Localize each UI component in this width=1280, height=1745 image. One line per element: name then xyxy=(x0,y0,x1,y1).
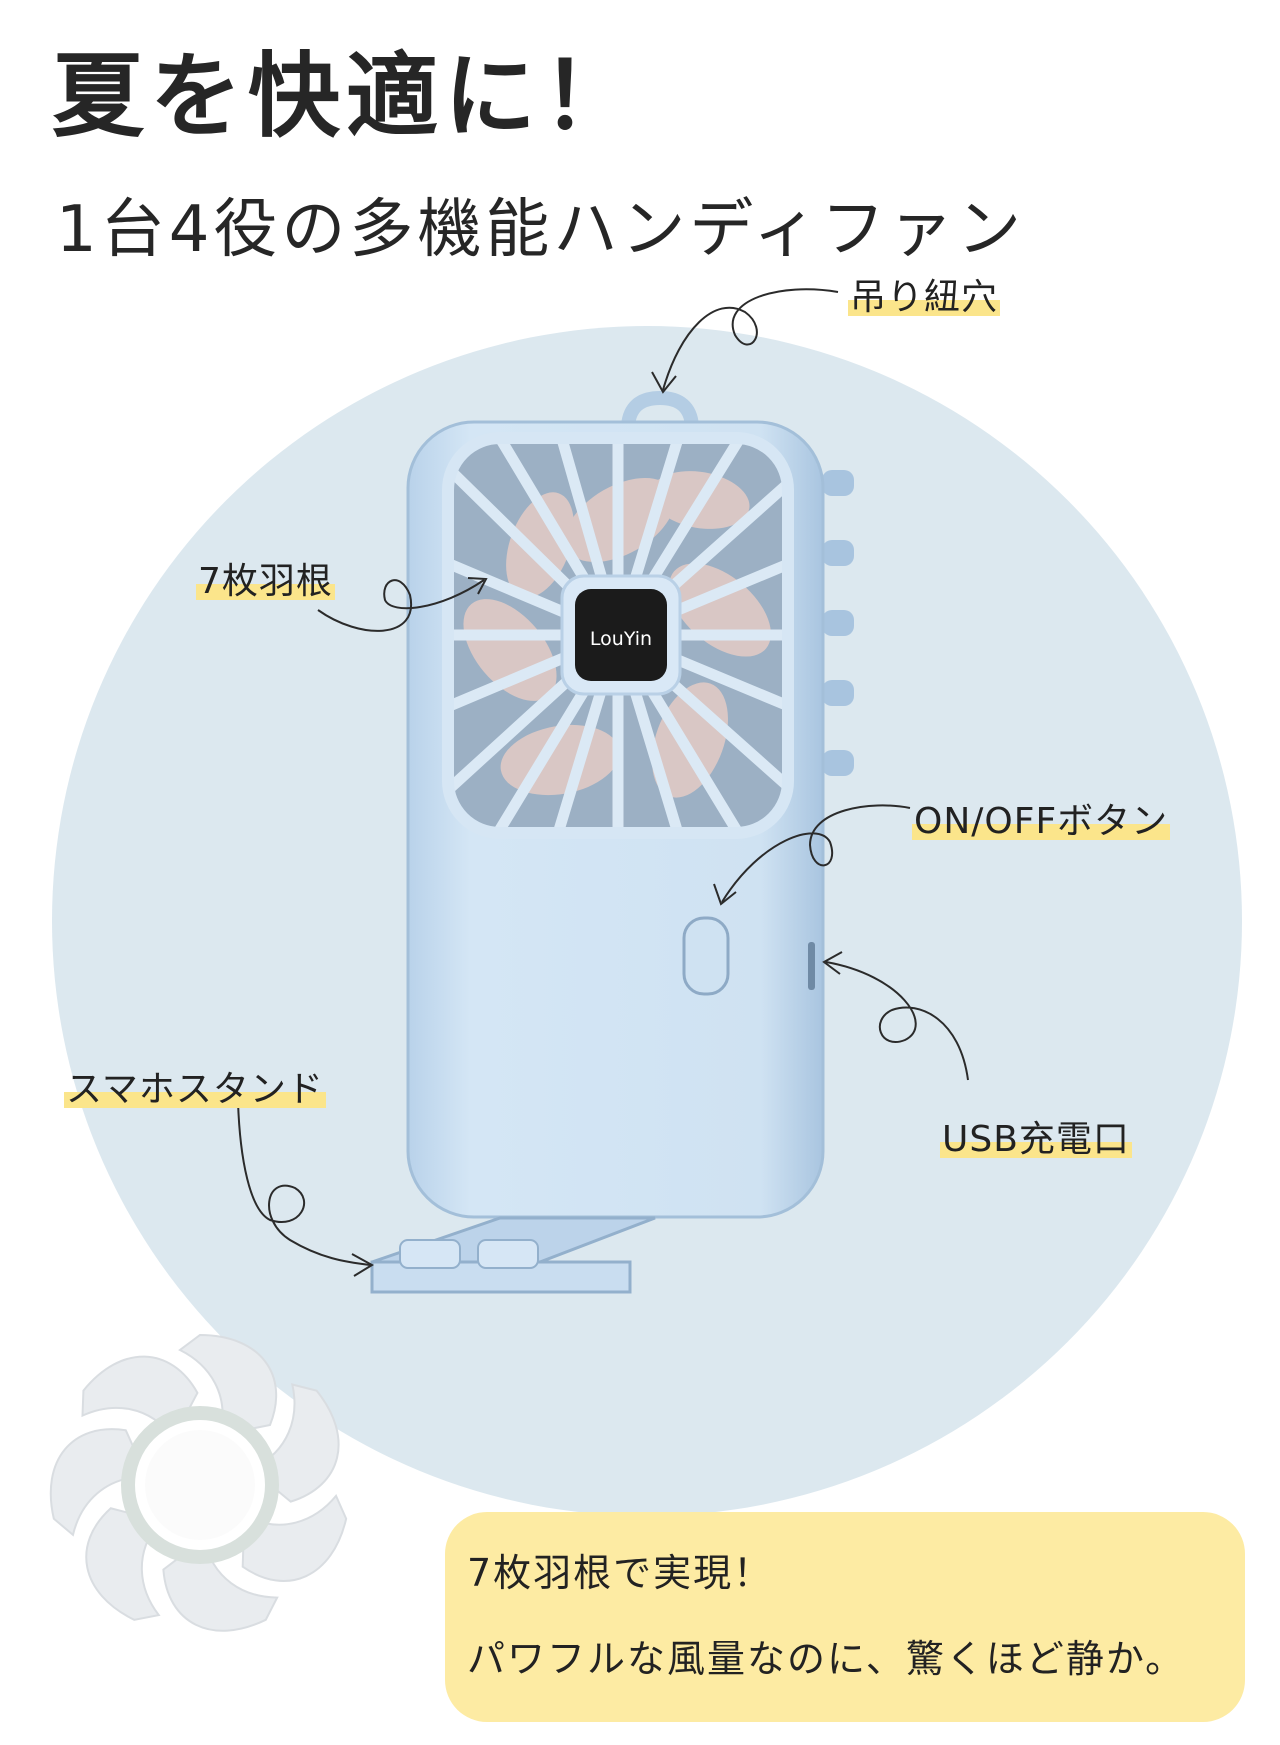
label-blades: 7枚羽根 xyxy=(196,552,335,604)
fan-blade-graphic xyxy=(49,1333,348,1632)
label-power-button: ON/OFFボタン xyxy=(912,792,1171,844)
page-title: 夏を快適に！ xyxy=(52,43,641,150)
logo-panel xyxy=(575,589,667,681)
page-subtitle: 1台4役の多機能ハンディファン xyxy=(56,193,1025,267)
label-usb-port: USB充電口 xyxy=(940,1110,1132,1162)
info-box: 7枚羽根で実現！ パワフルな風量なのに、驚くほど静か。 xyxy=(445,1512,1245,1722)
side-ribs xyxy=(822,470,854,776)
usb-port xyxy=(808,942,815,990)
info-line-1: 7枚羽根で実現！ xyxy=(467,1551,774,1595)
phone-stand xyxy=(370,1216,656,1294)
strap-hole xyxy=(621,390,699,427)
callout-arrows xyxy=(237,288,969,1277)
brand-logo: LouYin xyxy=(589,628,653,650)
label-phone-stand: スマホスタンド xyxy=(64,1060,326,1112)
label-strap-hole: 吊り紐穴 xyxy=(848,268,1001,320)
info-line-2: パワフルな風量なのに、驚くほど静か。 xyxy=(467,1637,1186,1681)
fan-grill xyxy=(448,438,788,833)
power-button xyxy=(682,916,730,996)
